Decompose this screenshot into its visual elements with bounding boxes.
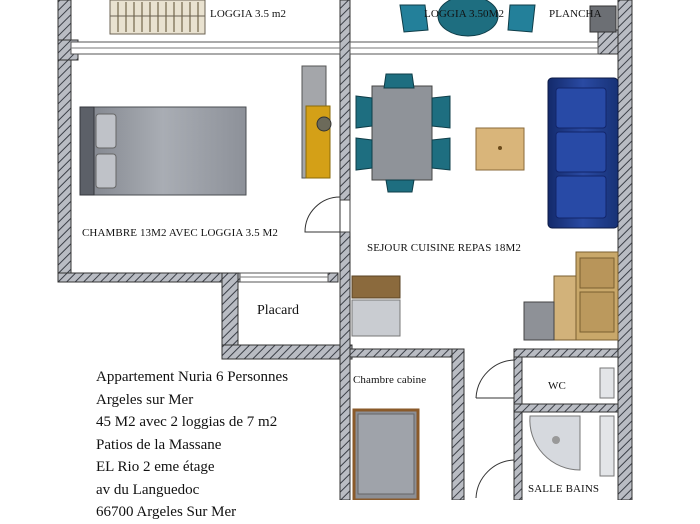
toilet-icon: [599, 367, 615, 399]
wc-door-icon: [475, 359, 515, 399]
chambre-label: CHAMBRE 13M2 AVEC LOGGIA 3.5 M2: [82, 227, 279, 239]
sofa-icon: [547, 77, 619, 229]
info-line: EL Rio 2 eme étage: [96, 459, 215, 475]
info-line: 66700 Argeles Sur Mer: [96, 504, 237, 520]
cabinet-icon: [351, 275, 401, 337]
placard-label: Placard: [257, 303, 299, 318]
loggia-right-label: LOGGIA 3.50M2: [424, 8, 505, 20]
info-line: Appartement Nuria 6 Personnes: [96, 369, 289, 385]
plancha-label: PLANCHA: [549, 8, 602, 20]
loggia-left-label: LOGGIA 3.5 m2: [210, 8, 287, 20]
chambre-door-icon: [304, 196, 351, 233]
floor-plan: [57, 0, 633, 500]
info-line: 45 M2 avec 2 loggias de 7 m2: [96, 414, 278, 430]
desk-icon: [301, 65, 332, 179]
cabine-bed-icon: [352, 408, 420, 500]
loggia-railings: [70, 41, 599, 283]
sun-lounger-icon: [109, 0, 206, 35]
chambre-cabine-label: Chambre cabine: [353, 374, 427, 386]
bed-icon: [79, 106, 247, 196]
loggia-table-icon: [399, 0, 536, 37]
bath-door-icon: [475, 459, 515, 499]
coffee-table-icon: [475, 127, 525, 171]
dining-table-icon: [355, 73, 451, 193]
info-line: Argeles sur Mer: [96, 391, 194, 408]
shower-icon: [529, 415, 615, 477]
plancha-icon: [589, 5, 617, 33]
info-line: av du Languedoc: [96, 481, 200, 498]
wc-label: WC: [548, 380, 566, 392]
salle-bains-label: SALLE BAINS: [528, 483, 600, 495]
kitchen-counter-icon: [523, 251, 619, 341]
sejour-label: SEJOUR CUISINE REPAS 18M2: [367, 242, 521, 254]
info-line: Patios de la Massane: [96, 436, 222, 453]
